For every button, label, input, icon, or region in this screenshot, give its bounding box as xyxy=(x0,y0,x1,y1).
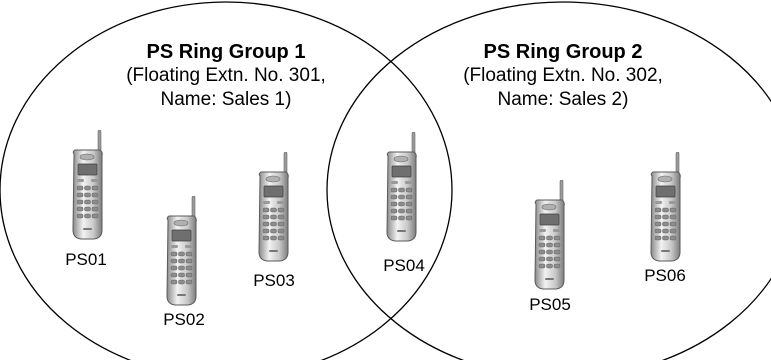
ring-group-1-caption: PS Ring Group 1 (Floating Extn. No. 301,… xyxy=(106,40,346,112)
handset-ps04-icon xyxy=(380,132,422,242)
ring-group-2-caption: PS Ring Group 2 (Floating Extn. No. 302,… xyxy=(443,40,683,112)
handset-ps06-icon xyxy=(644,152,686,262)
ps03-label: PS03 xyxy=(253,271,295,290)
ring-group-2-floating-extension: (Floating Extn. No. 302, xyxy=(463,65,663,86)
ps01-label: PS01 xyxy=(65,250,107,269)
handset-ps05-icon xyxy=(528,180,570,290)
ps04-label: PS04 xyxy=(383,256,425,275)
ps06-label: PS06 xyxy=(644,266,686,285)
ring-group-1-boundary xyxy=(0,1,453,360)
ring-group-2-boundary xyxy=(326,1,771,360)
handset-ps01-icon xyxy=(66,130,108,240)
ring-group-2-title: PS Ring Group 2 xyxy=(483,41,643,63)
ring-group-1-name: Name: Sales 1) xyxy=(160,89,292,110)
ps02-label: PS02 xyxy=(163,310,205,329)
ps05-label: PS05 xyxy=(529,295,571,314)
handset-ps03-icon xyxy=(252,152,294,262)
ring-group-2-name: Name: Sales 2) xyxy=(497,89,629,110)
ring-group-1-floating-extension: (Floating Extn. No. 301, xyxy=(126,65,326,86)
ring-group-1-title: PS Ring Group 1 xyxy=(146,41,306,63)
handset-ps02-icon xyxy=(160,196,202,306)
